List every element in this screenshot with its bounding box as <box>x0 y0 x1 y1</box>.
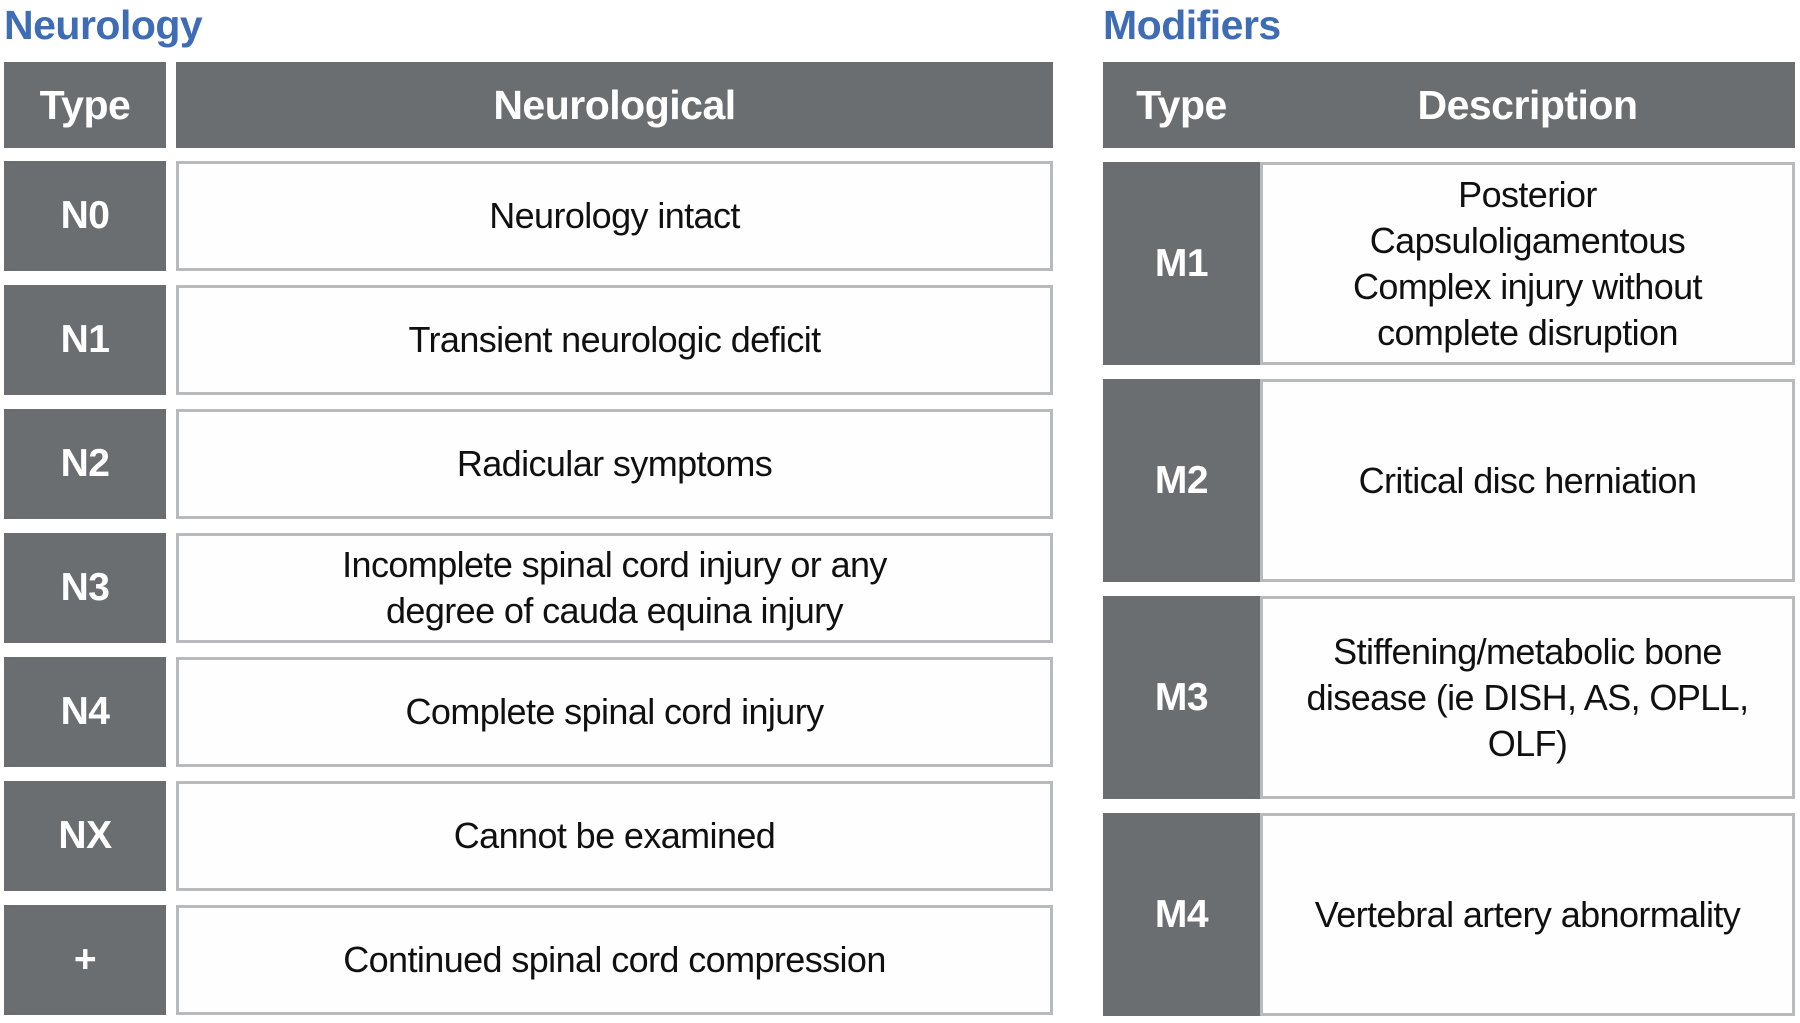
row-description-cell: Cannot be examined <box>176 781 1053 891</box>
row-type-cell: M1 <box>1103 162 1260 365</box>
row-type-cell: N2 <box>4 409 166 519</box>
table-row: + Continued spinal cord compression <box>4 905 1053 1015</box>
row-type-cell: M2 <box>1103 379 1260 582</box>
row-type-cell: M3 <box>1103 596 1260 799</box>
row-type-cell: N4 <box>4 657 166 767</box>
row-description-cell: Complete spinal cord injury <box>176 657 1053 767</box>
row-description-cell: Radicular symptoms <box>176 409 1053 519</box>
table-row: NX Cannot be examined <box>4 781 1053 891</box>
neurology-header-row: Type Neurological <box>4 62 1053 148</box>
row-type-cell: N0 <box>4 161 166 271</box>
row-description-cell: Posterior Capsuloligamentous Complex inj… <box>1260 162 1795 365</box>
row-description-cell: Continued spinal cord compression <box>176 905 1053 1015</box>
table-row: N0 Neurology intact <box>4 161 1053 271</box>
table-row: N3 Incomplete spinal cord injury or any … <box>4 533 1053 643</box>
row-type-cell: N3 <box>4 533 166 643</box>
table-row: M4 Vertebral artery abnormality <box>1103 813 1795 1016</box>
table-row: M3 Stiffening/metabolic bone disease (ie… <box>1103 596 1795 799</box>
row-description-cell: Neurology intact <box>176 161 1053 271</box>
row-description-cell: Transient neurologic deficit <box>176 285 1053 395</box>
row-type-cell: N1 <box>4 285 166 395</box>
row-type-cell: NX <box>4 781 166 891</box>
neurology-header-type: Type <box>4 62 166 148</box>
row-description-cell: Incomplete spinal cord injury or any deg… <box>176 533 1053 643</box>
row-description-cell: Stiffening/metabolic bone disease (ie DI… <box>1260 596 1795 799</box>
modifiers-header-row: Type Description <box>1103 62 1795 148</box>
row-description-cell: Critical disc herniation <box>1260 379 1795 582</box>
modifiers-header-description: Description <box>1417 81 1638 128</box>
table-row: N1 Transient neurologic deficit <box>4 285 1053 395</box>
neurology-title: Neurology <box>4 2 203 48</box>
row-type-cell: M4 <box>1103 813 1260 1016</box>
table-row: M1 Posterior Capsuloligamentous Complex … <box>1103 162 1795 365</box>
modifiers-header-type: Type <box>1136 81 1227 128</box>
table-row: N2 Radicular symptoms <box>4 409 1053 519</box>
neurology-header-description: Neurological <box>176 62 1053 148</box>
modifiers-title: Modifiers <box>1103 2 1281 48</box>
row-type-cell: + <box>4 905 166 1015</box>
row-description-cell: Vertebral artery abnormality <box>1260 813 1795 1016</box>
table-row: N4 Complete spinal cord injury <box>4 657 1053 767</box>
table-row: M2 Critical disc herniation <box>1103 379 1795 582</box>
